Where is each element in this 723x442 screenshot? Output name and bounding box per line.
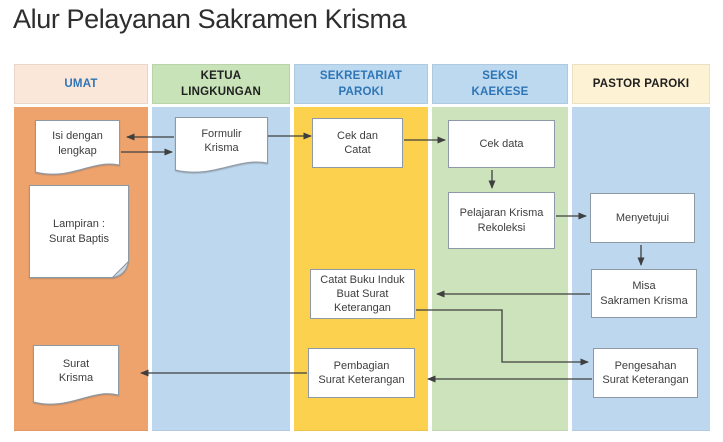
node-pengesahan-surat-keterangan: Pengesahan Surat Keterangan: [593, 348, 698, 398]
document-icon: [33, 345, 119, 405]
node-lampiran-surat-baptis: Lampiran : Surat Baptis: [29, 185, 129, 278]
node-label: Cek data: [479, 137, 524, 150]
lane-header-seksi-kaekese: SEKSI KAEKESE: [432, 64, 568, 104]
lane-header-sekretariat-paroki-label: SEKRETARIAT PAROKI: [319, 69, 403, 98]
node-pelajaran-krisma-rekoleksi: Pelajaran Krisma Rekoleksi: [448, 192, 555, 249]
lane-header-pastor-paroki: PASTOR PAROKI: [572, 64, 710, 104]
node-label: Lampiran : Surat Baptis: [49, 218, 109, 245]
lane-header-pastor-paroki-label: PASTOR PAROKI: [592, 77, 690, 90]
node-formulir-krisma: Formulir Krisma: [175, 117, 268, 175]
document-folded-corner-icon: [29, 185, 129, 278]
node-label: Pelajaran Krisma Rekoleksi: [459, 207, 544, 234]
node-label: Catat Buku Induk Buat Surat Keterangan: [320, 273, 405, 315]
node-label: Pengesahan Surat Keterangan: [602, 359, 689, 386]
lane-header-ketua-lingkungan: KETUA LINGKUNGAN: [152, 64, 290, 104]
node-surat-krisma: Surat Krisma: [33, 345, 119, 407]
node-catat-buku-induk: Catat Buku Induk Buat Surat Keterangan: [310, 269, 415, 319]
document-icon: [175, 117, 268, 173]
lane-header-ketua-lingkungan-label: KETUA LINGKUNGAN: [181, 69, 261, 98]
node-cek-dan-catat: Cek dan Catat: [312, 118, 403, 168]
node-label: Cek dan Catat: [337, 129, 378, 156]
node-isi-dengan-lengkap: Isi dengan lengkap: [35, 120, 120, 177]
document-icon: [35, 120, 120, 175]
node-label: Pembagian Surat Keterangan: [318, 359, 405, 386]
node-menyetujui: Menyetujui: [590, 193, 695, 243]
node-label: Menyetujui: [615, 211, 670, 224]
lane-header-umat: UMAT: [14, 64, 148, 104]
lane-header-sekretariat-paroki: SEKRETARIAT PAROKI: [294, 64, 428, 104]
lane-header-seksi-kaekese-label: SEKSI KAEKESE: [471, 69, 529, 98]
node-pembagian-surat-keterangan: Pembagian Surat Keterangan: [308, 348, 415, 398]
node-label: Surat Krisma: [58, 357, 94, 384]
page-title: Alur Pelayanan Sakramen Krisma: [13, 4, 407, 34]
lane-header-umat-label: UMAT: [64, 77, 98, 90]
node-label: Isi dengan lengkap: [52, 130, 103, 157]
node-label: Misa Sakramen Krisma: [600, 280, 688, 307]
node-cek-data: Cek data: [448, 120, 555, 168]
node-label: Formulir Krisma: [201, 127, 242, 154]
node-misa-sakramen-krisma: Misa Sakramen Krisma: [591, 269, 697, 318]
